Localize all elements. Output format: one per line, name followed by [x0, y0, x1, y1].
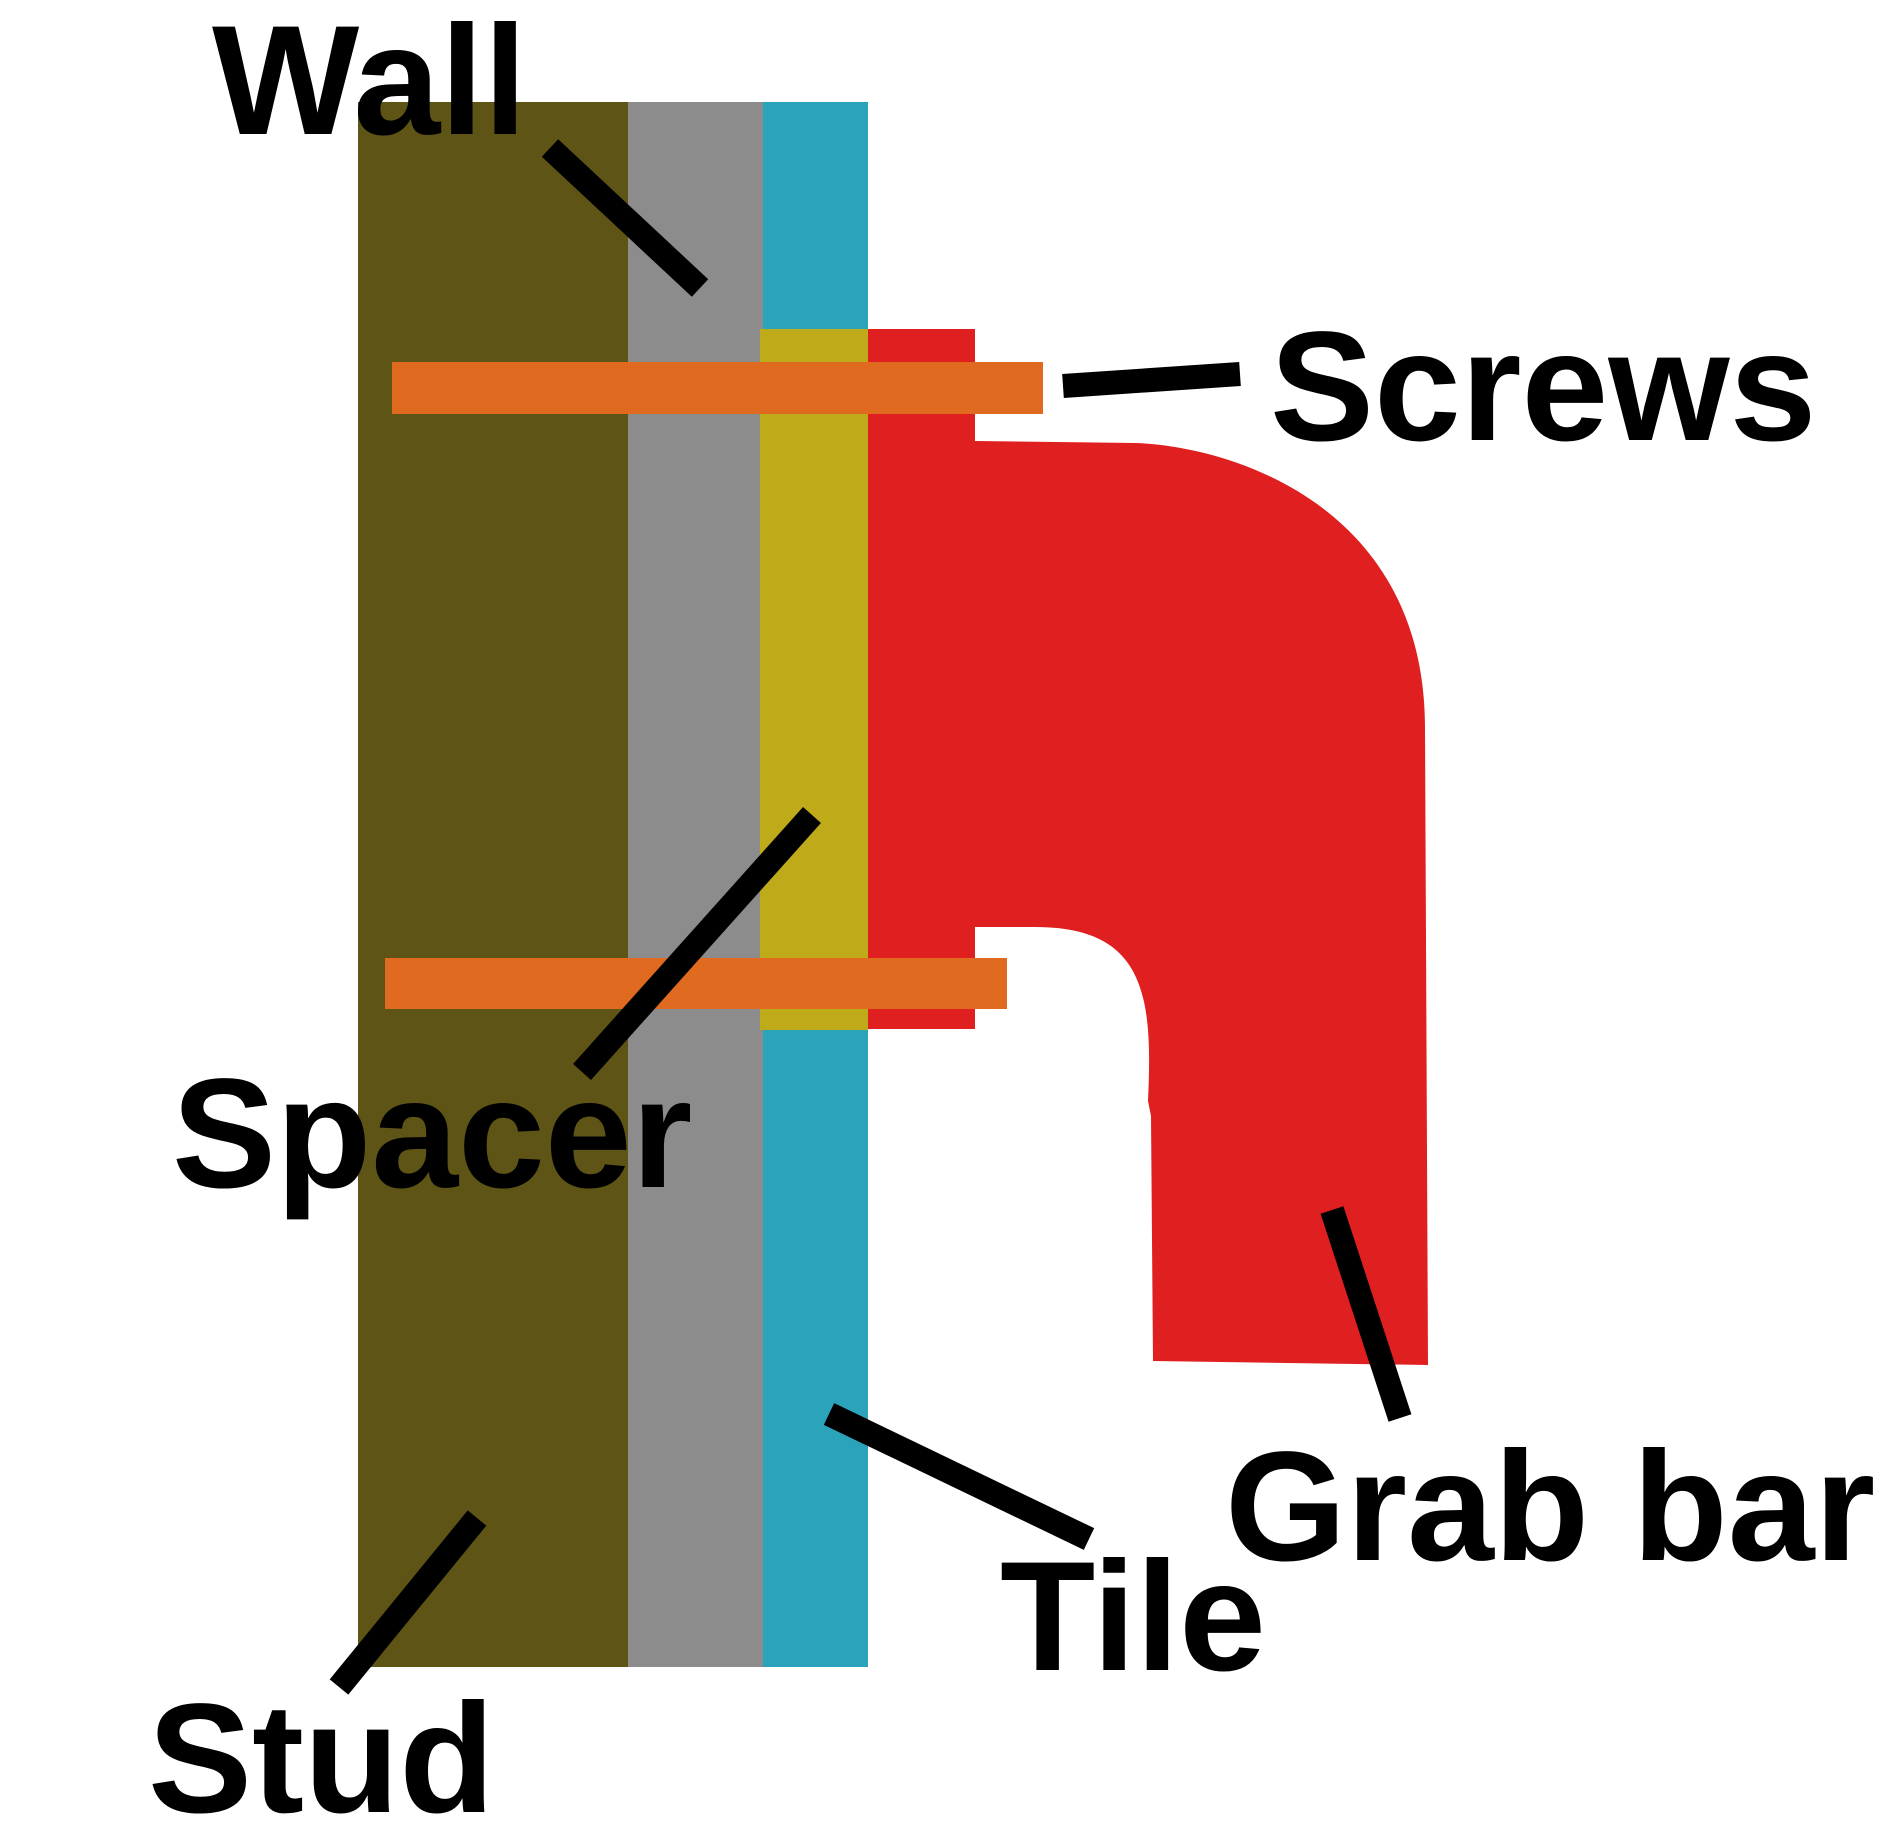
- spacer-leader-line: [573, 806, 821, 1081]
- grab-bar-label: Grab bar: [1225, 1420, 1875, 1594]
- stud-label: Stud: [148, 1672, 495, 1836]
- stud-layer: [358, 102, 628, 1667]
- screws-label: Screws: [1270, 300, 1816, 474]
- stud-leader-line: [329, 1510, 487, 1695]
- grab-bar-leader-line: [1320, 1206, 1412, 1422]
- screws-leader-line: [1062, 362, 1241, 398]
- wall-leader-line: [541, 139, 709, 297]
- wall-label: Wall: [212, 0, 527, 168]
- spacer-label: Spacer: [172, 1047, 692, 1221]
- screw-upper: [392, 362, 1043, 414]
- tile-label: Tile: [1000, 1530, 1266, 1704]
- screw-lower: [385, 958, 1007, 1009]
- spacer-block: [760, 329, 868, 1030]
- tile-leader-line: [823, 1403, 1095, 1550]
- grab-bar: [868, 329, 1428, 1365]
